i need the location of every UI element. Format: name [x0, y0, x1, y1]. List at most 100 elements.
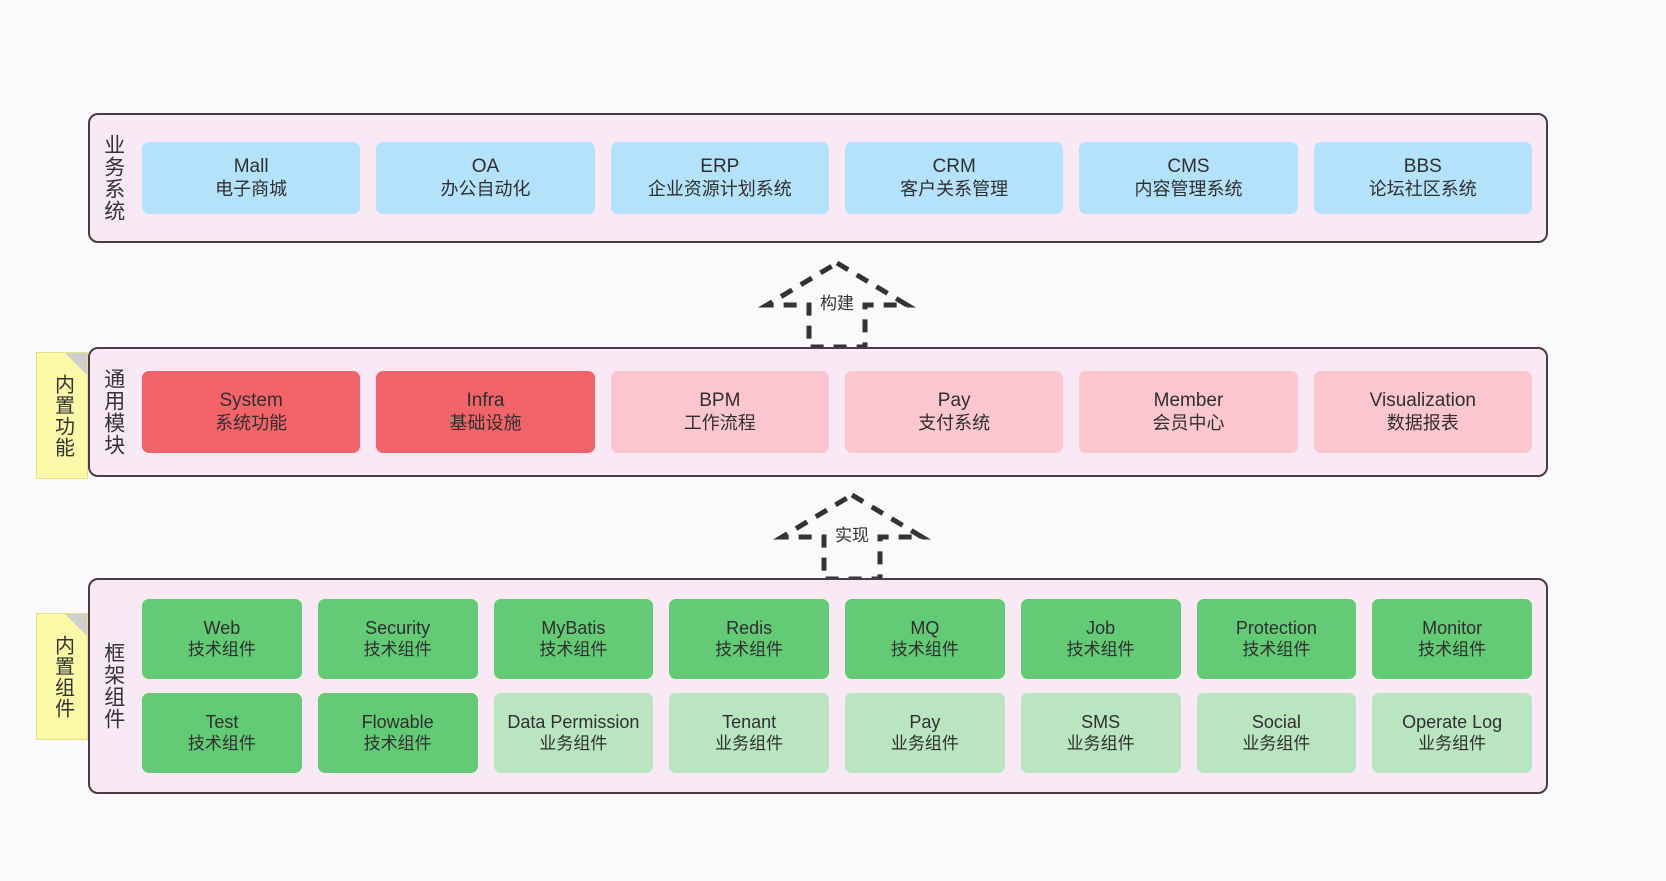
- card-title: Security: [365, 617, 431, 638]
- layer-common-modules: 通用模块 System 系统功能 Infra 基础设施 BPM 工作流程 Pay…: [88, 347, 1548, 477]
- card-flowable[interactable]: Flowable 技术组件: [317, 693, 478, 773]
- card-subtitle: 技术组件: [715, 639, 784, 659]
- card-crm[interactable]: CRM 客户关系管理: [844, 142, 1064, 214]
- card-subtitle: 技术组件: [363, 639, 432, 659]
- layer-body-common-modules: System 系统功能 Infra 基础设施 BPM 工作流程 Pay 支付系统…: [136, 349, 1546, 475]
- card-title: Member: [1153, 390, 1224, 412]
- card-oa[interactable]: OA 办公自动化: [376, 142, 595, 214]
- card-subtitle: 支付系统: [918, 412, 991, 433]
- card-title: MQ: [910, 617, 940, 638]
- card-subtitle: 电子商城: [215, 178, 288, 199]
- card-row: Mall 电子商城 OA 办公自动化 ERP 企业资源计划系统 CRM 客户关系…: [142, 142, 1532, 214]
- layer-business-systems: 业务系统 Mall 电子商城 OA 办公自动化 ERP 企业资源计划系统 CRM…: [88, 113, 1548, 243]
- card-title: System: [219, 390, 283, 412]
- card-subtitle: 企业资源计划系统: [647, 178, 792, 199]
- card-subtitle: 系统功能: [215, 412, 288, 433]
- card-subtitle: 技术组件: [890, 639, 959, 659]
- note-label: 内置组件: [51, 634, 74, 719]
- card-bbs[interactable]: BBS 论坛社区系统: [1313, 142, 1532, 214]
- card-subtitle: 技术组件: [1066, 639, 1135, 659]
- card-subtitle: 业务组件: [890, 733, 959, 753]
- card-monitor[interactable]: Monitor 技术组件: [1372, 599, 1532, 679]
- note-builtin-component: 内置组件: [36, 613, 88, 740]
- page-fold-icon: [65, 353, 87, 375]
- card-title: Tenant: [722, 711, 777, 732]
- card-visualization[interactable]: Visualization 数据报表: [1313, 371, 1532, 453]
- card-title: Job: [1086, 617, 1116, 638]
- card-subtitle: 技术组件: [363, 733, 432, 753]
- card-subtitle: 技术组件: [539, 639, 608, 659]
- connector-label: 构建: [820, 294, 854, 313]
- card-mall[interactable]: Mall 电子商城: [142, 142, 361, 214]
- card-title: Web: [203, 617, 241, 638]
- card-subtitle: 技术组件: [1242, 639, 1311, 659]
- card-member[interactable]: Member 会员中心: [1079, 371, 1298, 453]
- card-test[interactable]: Test 技术组件: [142, 693, 302, 773]
- card-infra[interactable]: Infra 基础设施: [376, 371, 595, 453]
- card-job[interactable]: Job 技术组件: [1020, 599, 1181, 679]
- layer-framework-components: 框架组件 Web 技术组件 Security 技术组件 MyBatis 技术组件…: [88, 578, 1548, 794]
- card-row: System 系统功能 Infra 基础设施 BPM 工作流程 Pay 支付系统…: [142, 371, 1532, 453]
- connector-label: 实现: [835, 526, 869, 545]
- card-title: Redis: [726, 617, 773, 638]
- card-social[interactable]: Social 业务组件: [1196, 693, 1357, 773]
- card-mybatis[interactable]: MyBatis 技术组件: [493, 599, 654, 679]
- card-data-permission[interactable]: Data Permission 业务组件: [493, 693, 654, 773]
- card-title: BPM: [699, 390, 741, 412]
- card-subtitle: 会员中心: [1152, 412, 1225, 433]
- card-title: CMS: [1167, 156, 1210, 178]
- card-subtitle: 工作流程: [683, 412, 756, 433]
- card-title: MyBatis: [541, 617, 606, 638]
- layer-body-business-systems: Mall 电子商城 OA 办公自动化 ERP 企业资源计划系统 CRM 客户关系…: [136, 115, 1546, 241]
- card-title: OA: [471, 156, 500, 178]
- card-subtitle: 数据报表: [1386, 412, 1459, 433]
- card-row: Test 技术组件 Flowable 技术组件 Data Permission …: [142, 693, 1532, 773]
- card-mq[interactable]: MQ 技术组件: [845, 599, 1005, 679]
- card-title: ERP: [700, 156, 740, 178]
- card-subtitle: 基础设施: [449, 412, 522, 433]
- card-title: Social: [1251, 711, 1301, 732]
- card-subtitle: 技术组件: [1418, 639, 1487, 659]
- note-builtin-function: 内置功能: [36, 352, 88, 479]
- card-web[interactable]: Web 技术组件: [142, 599, 302, 679]
- card-title: Mall: [233, 156, 269, 178]
- card-subtitle: 技术组件: [187, 733, 256, 753]
- card-title: Test: [205, 711, 239, 732]
- layer-body-framework-components: Web 技术组件 Security 技术组件 MyBatis 技术组件 Redi…: [136, 580, 1546, 792]
- card-subtitle: 业务组件: [1418, 733, 1487, 753]
- card-title: Monitor: [1422, 617, 1483, 638]
- layer-title-framework-components: 框架组件: [101, 642, 125, 730]
- card-subtitle: 内容管理系统: [1134, 178, 1243, 199]
- card-tenant[interactable]: Tenant 业务组件: [669, 693, 829, 773]
- card-subtitle: 业务组件: [1242, 733, 1311, 753]
- card-title: Infra: [466, 390, 505, 412]
- card-pay-business[interactable]: Pay 业务组件: [845, 693, 1005, 773]
- card-subtitle: 论坛社区系统: [1368, 178, 1477, 199]
- card-title: CRM: [932, 156, 976, 178]
- card-redis[interactable]: Redis 技术组件: [669, 599, 829, 679]
- card-row: Web 技术组件 Security 技术组件 MyBatis 技术组件 Redi…: [142, 599, 1532, 679]
- card-title: Operate Log: [1402, 711, 1503, 732]
- card-protection[interactable]: Protection 技术组件: [1196, 599, 1357, 679]
- card-operate-log[interactable]: Operate Log 业务组件: [1372, 693, 1532, 773]
- card-bpm[interactable]: BPM 工作流程: [610, 371, 829, 453]
- card-subtitle: 办公自动化: [440, 178, 531, 199]
- card-subtitle: 业务组件: [539, 733, 608, 753]
- card-subtitle: 技术组件: [187, 639, 256, 659]
- card-subtitle: 客户关系管理: [900, 178, 1009, 199]
- connector-build: 构建: [757, 257, 917, 349]
- card-title: Flowable: [361, 711, 434, 732]
- card-system[interactable]: System 系统功能: [142, 371, 361, 453]
- connector-realize: 实现: [772, 489, 932, 581]
- page-fold-icon: [65, 614, 87, 636]
- card-security[interactable]: Security 技术组件: [317, 599, 478, 679]
- card-sms[interactable]: SMS 业务组件: [1020, 693, 1181, 773]
- card-title: Protection: [1235, 617, 1317, 638]
- card-cms[interactable]: CMS 内容管理系统: [1079, 142, 1298, 214]
- card-subtitle: 业务组件: [1066, 733, 1135, 753]
- card-title: Pay: [909, 711, 941, 732]
- card-pay[interactable]: Pay 支付系统: [844, 371, 1064, 453]
- card-title: Pay: [937, 390, 971, 412]
- card-erp[interactable]: ERP 企业资源计划系统: [610, 142, 829, 214]
